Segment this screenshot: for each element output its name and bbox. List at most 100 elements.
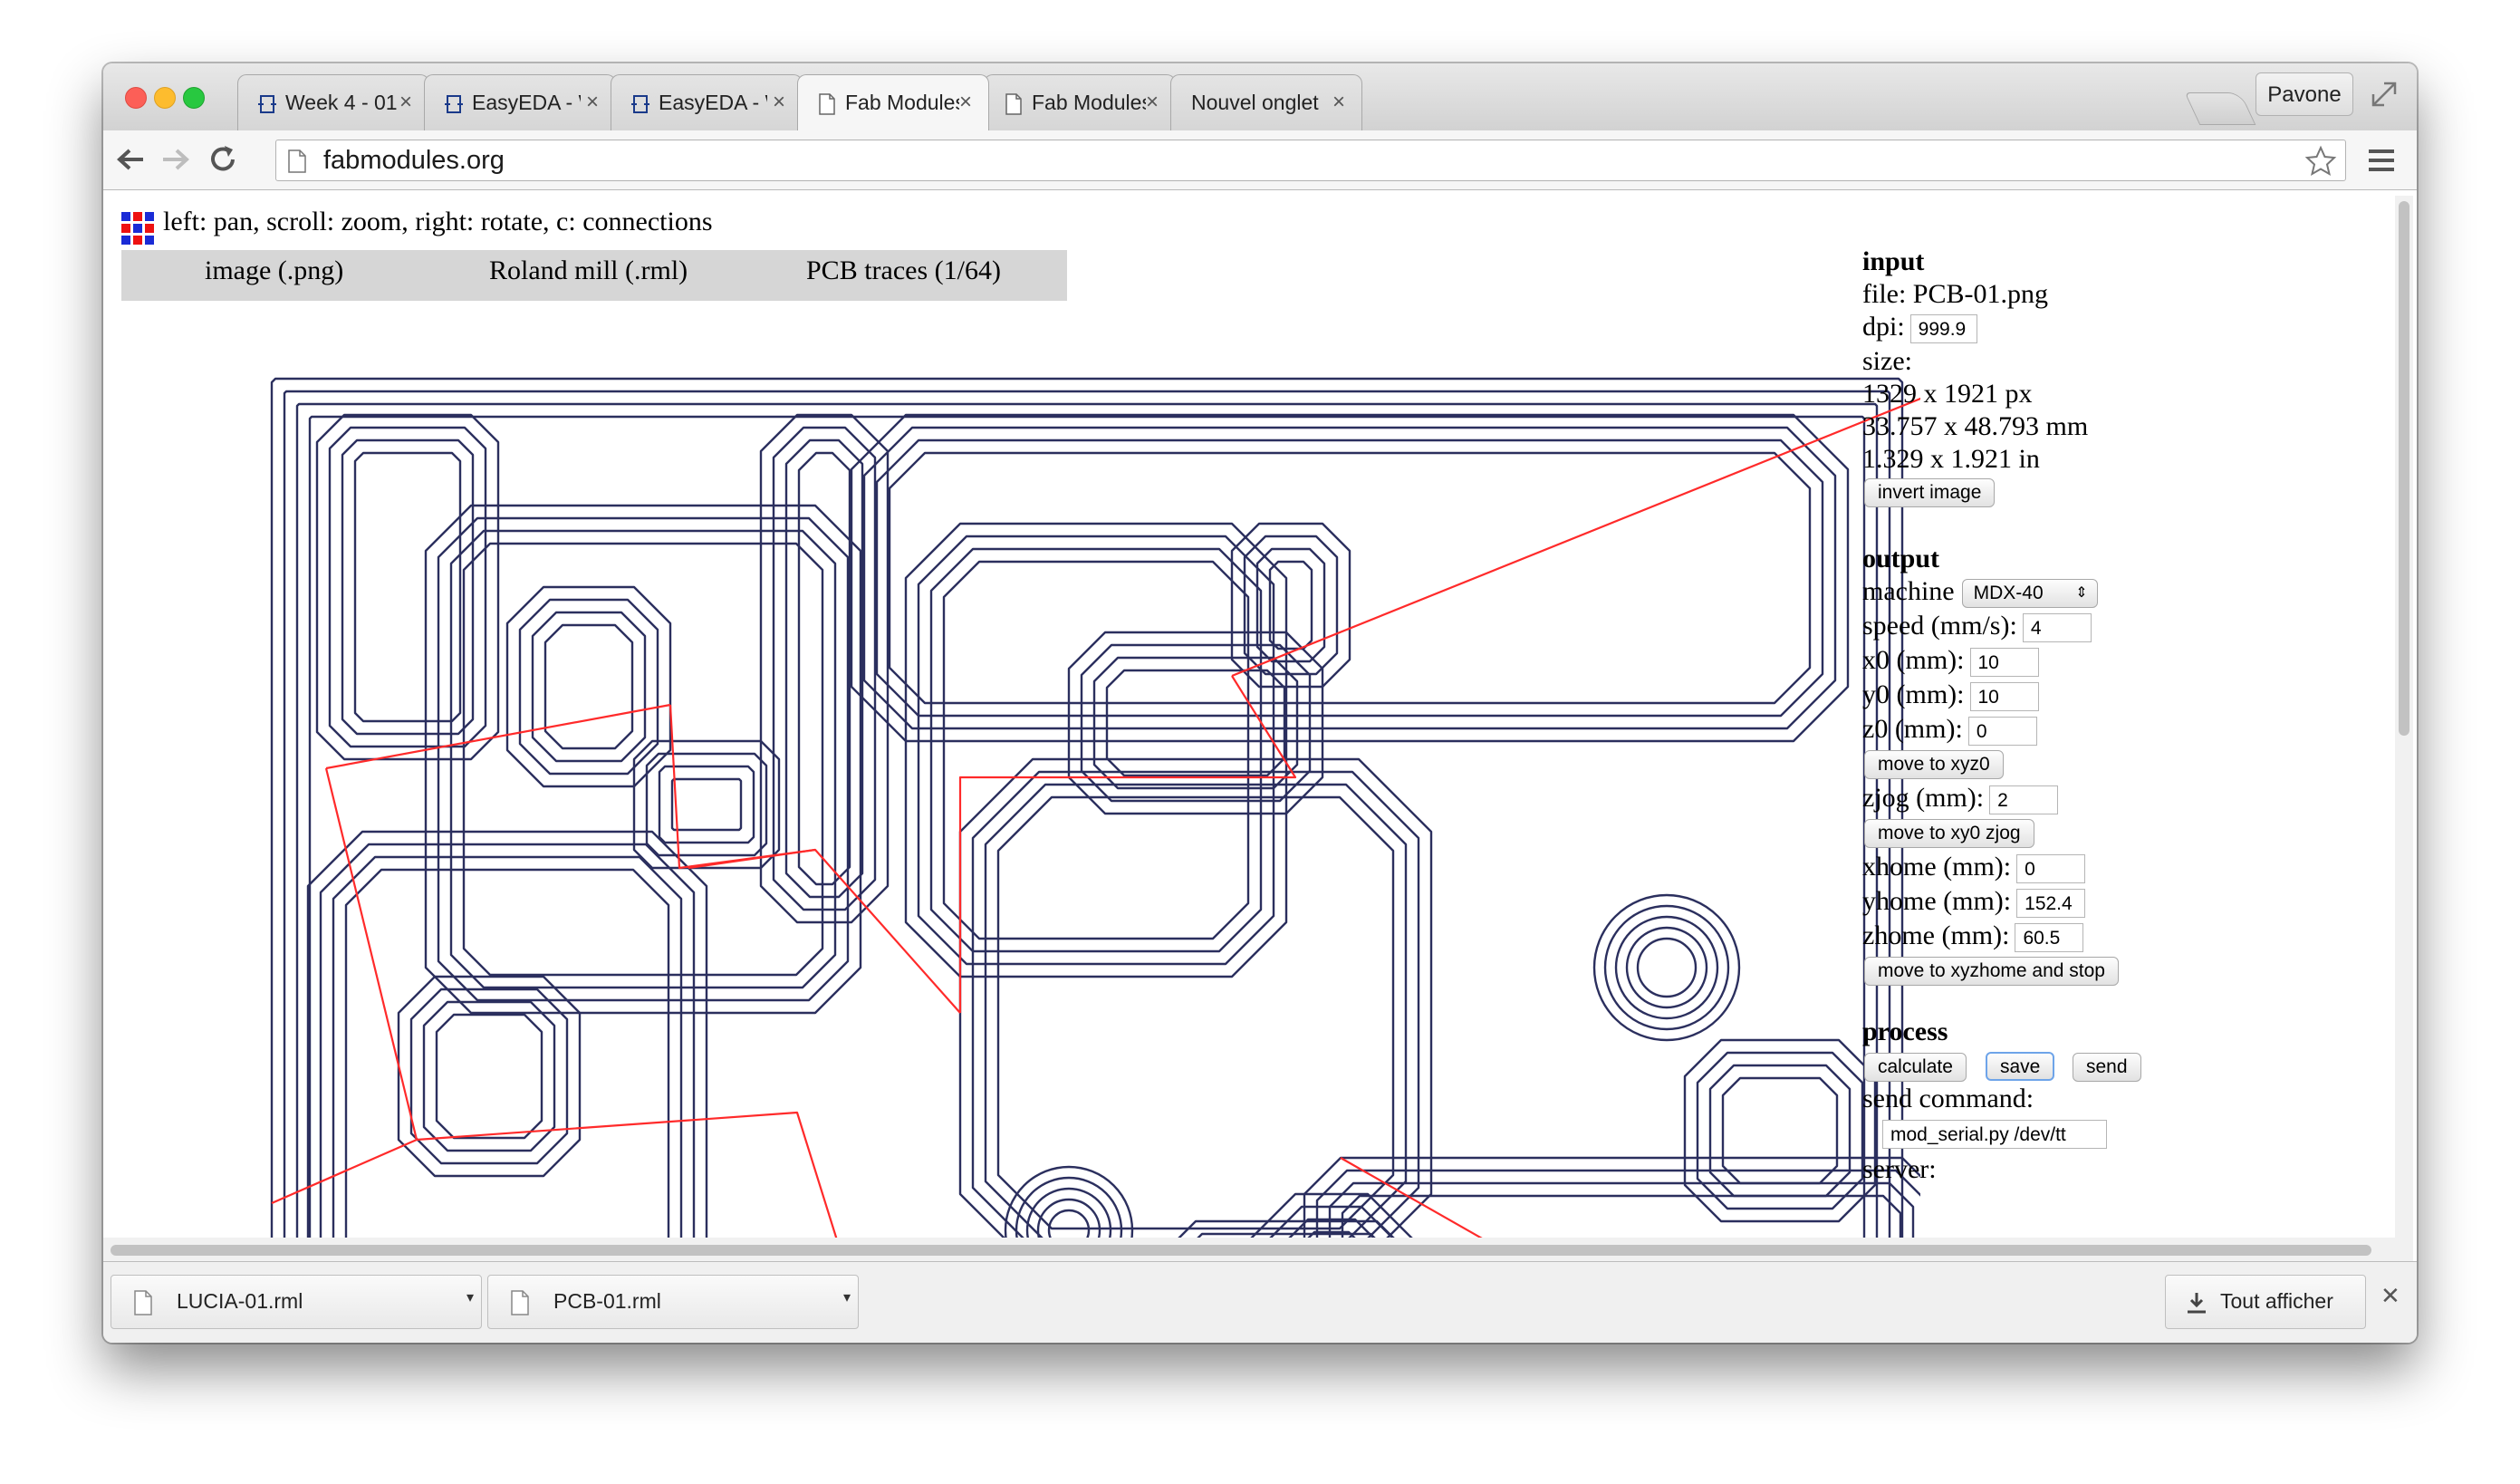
tab-label: Fab Modules [845, 91, 959, 114]
page-icon [1005, 93, 1022, 115]
new-tab-button[interactable] [2184, 92, 2256, 125]
toolpath-pad-ring [1614, 915, 1719, 1020]
yhome-label: yhome (mm): [1862, 886, 2012, 916]
minimize-window-button[interactable] [154, 87, 176, 109]
zoom-window-button[interactable] [183, 87, 205, 109]
tab-close-icon[interactable]: × [772, 90, 785, 114]
move-to-xyzhome-button[interactable]: move to xyzhome and stop [1864, 957, 2119, 986]
y0-input[interactable]: 10 [1969, 682, 2039, 712]
address-url[interactable]: fabmodules.org [323, 146, 505, 175]
zhome-label: zhome (mm): [1862, 920, 2010, 950]
toolpath-trace [422, 1000, 556, 1152]
horizontal-scrollbar-thumb[interactable] [111, 1245, 2371, 1256]
tab-close-icon[interactable]: × [1145, 90, 1159, 114]
toolpath-trace [1274, 1218, 1390, 1261]
settings-panel: input file: PCB-01.png dpi:999.9 size: 1… [1862, 190, 2243, 1261]
hamburger-menu-icon[interactable] [2366, 145, 2397, 176]
chevron-down-icon[interactable]: ▾ [466, 1290, 474, 1306]
x0-label: x0 (mm): [1862, 645, 1965, 675]
toolpath-pad-ring [1036, 1198, 1101, 1261]
speed-input[interactable]: 4 [2022, 613, 2092, 643]
toolpath-trace [971, 770, 1420, 1256]
toolpath-connection [688, 848, 816, 870]
calculate-button[interactable]: calculate [1864, 1053, 1967, 1082]
save-button[interactable]: save [1986, 1052, 2055, 1081]
dpi-label: dpi: [1862, 312, 1905, 342]
xhome-input[interactable]: 0 [2016, 854, 2086, 884]
bookmark-star-icon[interactable] [2304, 144, 2338, 178]
tab-close-icon[interactable]: × [399, 90, 412, 114]
toolpath-trace [1303, 1156, 1920, 1261]
tab-image-png[interactable]: image (.png) [205, 255, 344, 285]
toolpath-trace [759, 413, 890, 924]
y0-label: y0 (mm): [1862, 679, 1965, 709]
toolpath-trace [1683, 1038, 1877, 1223]
tab-week4-easyeda[interactable]: Week 4 - 01 - EasyEDA × [237, 74, 429, 130]
toolpath-pad-ring [1025, 1187, 1112, 1261]
tab-close-icon[interactable]: × [585, 90, 599, 114]
machine-select[interactable]: MDX-40⇕ [1961, 579, 2098, 609]
input-file: file: PCB-01.png [1862, 279, 2049, 309]
horizontal-scrollbar[interactable] [103, 1238, 2395, 1261]
close-window-button[interactable] [125, 87, 147, 109]
send-command-input[interactable]: mod_serial.py /dev/tt [1882, 1120, 2107, 1149]
vertical-scrollbar[interactable] [2395, 196, 2413, 1261]
toolpath-trace [1248, 1192, 1415, 1261]
fullscreen-icon[interactable] [2368, 78, 2400, 111]
browser-window: Week 4 - 01 - EasyEDA × EasyEDA - Web-Ba… [103, 63, 2417, 1343]
toolpath-trace [332, 855, 683, 1261]
toolpath-trace [328, 426, 487, 748]
download-item-lucia[interactable]: LUCIA-01.rml ▾ [111, 1275, 482, 1329]
download-item-pcb[interactable]: PCB-01.rml ▾ [487, 1275, 859, 1329]
invert-image-button[interactable]: invert image [1864, 478, 1996, 507]
tab-easyeda-2[interactable]: EasyEDA - Web-Based E × [611, 74, 803, 130]
toolpath-trace [1721, 1076, 1839, 1185]
toolpath-viewer[interactable] [163, 361, 1920, 1261]
chevron-down-icon[interactable]: ▾ [842, 1290, 851, 1306]
server-label: server: [1862, 1154, 1937, 1184]
toolpath-trace [1341, 1194, 1902, 1261]
back-arrow-icon[interactable] [112, 141, 149, 178]
vertical-scrollbar-thumb[interactable] [2399, 201, 2409, 736]
zjog-input[interactable]: 2 [1989, 785, 2059, 815]
tab-fab-modules-active[interactable]: Fab Modules × [797, 74, 989, 130]
address-bar[interactable]: fabmodules.org [275, 140, 2346, 181]
toolpath-pad-ring [1625, 926, 1708, 1009]
tab-strip: Week 4 - 01 - EasyEDA × EasyEDA - Web-Ba… [103, 63, 2417, 130]
profile-button[interactable]: Pavone [2255, 72, 2353, 116]
move-to-xyz0-button[interactable]: move to xyz0 [1864, 750, 2004, 779]
zjog-label: zjog (mm): [1862, 783, 1985, 813]
tab-fab-modules[interactable]: Fab Modules × [984, 74, 1176, 130]
reload-icon[interactable] [205, 141, 241, 178]
z0-label: z0 (mm): [1862, 714, 1963, 744]
dpi-input[interactable]: 999.9 [1909, 314, 1977, 344]
yhome-input[interactable]: 152.4 [2016, 889, 2086, 919]
send-button[interactable]: send [2073, 1053, 2141, 1082]
move-to-xy0-zjog-button[interactable]: move to xy0 zjog [1864, 819, 2034, 848]
z0-input[interactable]: 0 [1967, 717, 2037, 747]
toolpath-trace [888, 451, 1812, 705]
zhome-input[interactable]: 60.5 [2015, 923, 2084, 953]
tab-pcb-traces[interactable]: PCB traces (1/64) [806, 255, 1001, 285]
toolpath-trace [958, 757, 1433, 1261]
tab-close-icon[interactable]: × [1332, 90, 1345, 114]
downloads-bar: LUCIA-01.rml ▾ PCB-01.rml ▾ Tout affiche… [103, 1261, 2417, 1343]
toolpath-trace [449, 529, 837, 989]
x0-input[interactable]: 10 [1969, 648, 2039, 678]
tab-close-icon[interactable]: × [958, 90, 972, 114]
toolpath-trace [875, 438, 1824, 718]
toolpath-trace [942, 560, 1250, 940]
toolpath-trace [270, 377, 1904, 1261]
easyeda-icon [258, 95, 276, 113]
show-all-downloads-button[interactable]: Tout afficher [2165, 1275, 2366, 1329]
toolpath-trace [397, 975, 582, 1178]
forward-arrow-icon[interactable] [158, 141, 194, 178]
machine-label: machine [1862, 576, 1955, 606]
close-downloads-icon[interactable]: ✕ [2381, 1282, 2400, 1309]
toolpath-trace [917, 535, 1275, 966]
tab-roland-mill-rml[interactable]: Roland mill (.rml) [489, 255, 688, 285]
tab-easyeda-1[interactable]: EasyEDA - Web-Based E × [424, 74, 616, 130]
toolpath-connection [668, 704, 961, 1014]
tab-new-tab[interactable]: Nouvel onglet × [1170, 74, 1362, 130]
toolpath-trace [797, 451, 851, 886]
